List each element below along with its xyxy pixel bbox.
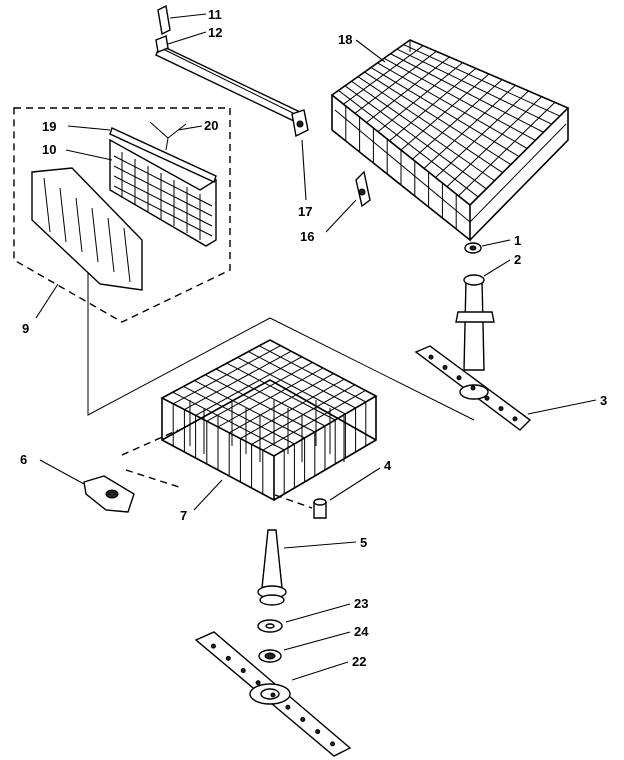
callout-19: 19 bbox=[42, 119, 56, 134]
stop-clip-16 bbox=[355, 170, 371, 208]
roller-6 bbox=[83, 475, 135, 513]
callout-7: 7 bbox=[180, 508, 187, 523]
assembly-outlines bbox=[87, 272, 475, 509]
callout-4: 4 bbox=[384, 458, 392, 473]
spray-tower-5 bbox=[257, 529, 287, 606]
holder-grid bbox=[113, 152, 213, 240]
callout-23: 23 bbox=[354, 596, 368, 611]
spray-tube-2 bbox=[455, 274, 495, 371]
tine-holder-10 bbox=[109, 138, 217, 247]
upper-rack bbox=[330, 39, 570, 242]
callout-6: 6 bbox=[20, 452, 27, 467]
panel-slots bbox=[43, 177, 131, 283]
callout-18: 18 bbox=[338, 32, 352, 47]
rail-end-clip-17 bbox=[291, 109, 309, 138]
callout-5: 5 bbox=[360, 535, 367, 550]
gasket-23 bbox=[257, 619, 283, 633]
strip-19 bbox=[109, 127, 217, 183]
upper-spray-arm-3 bbox=[414, 345, 532, 431]
lower-spray-arm-22 bbox=[194, 631, 352, 757]
rack-panel-9 bbox=[31, 167, 143, 291]
lower-rack bbox=[160, 339, 378, 502]
bearing-24 bbox=[258, 649, 282, 663]
clip-20 bbox=[149, 121, 187, 151]
callout-16: 16 bbox=[300, 229, 314, 244]
leader-lines bbox=[35, 13, 597, 681]
callout-11: 11 bbox=[208, 7, 222, 22]
stud-4 bbox=[313, 498, 327, 519]
callout-1: 1 bbox=[514, 233, 521, 248]
upper-rack-wires bbox=[338, 44, 561, 229]
lower-arm-holes bbox=[210, 643, 336, 747]
callout-10: 10 bbox=[42, 142, 56, 157]
washer-1 bbox=[464, 242, 482, 254]
callout-20: 20 bbox=[204, 118, 218, 133]
callout-3: 3 bbox=[600, 393, 607, 408]
callout-labels: 11 12 18 19 20 10 17 16 1 2 9 3 6 4 7 5 … bbox=[20, 7, 607, 669]
callout-22: 22 bbox=[352, 654, 366, 669]
callout-2: 2 bbox=[514, 252, 521, 267]
dashed-assembly-box bbox=[13, 107, 231, 323]
rail-assembly bbox=[155, 4, 301, 123]
callout-17: 17 bbox=[298, 204, 312, 219]
upper-arm-holes bbox=[428, 354, 518, 422]
lower-rack-wires bbox=[172, 345, 367, 494]
callout-12: 12 bbox=[208, 25, 222, 40]
callout-9: 9 bbox=[22, 321, 29, 336]
callout-24: 24 bbox=[354, 624, 369, 639]
